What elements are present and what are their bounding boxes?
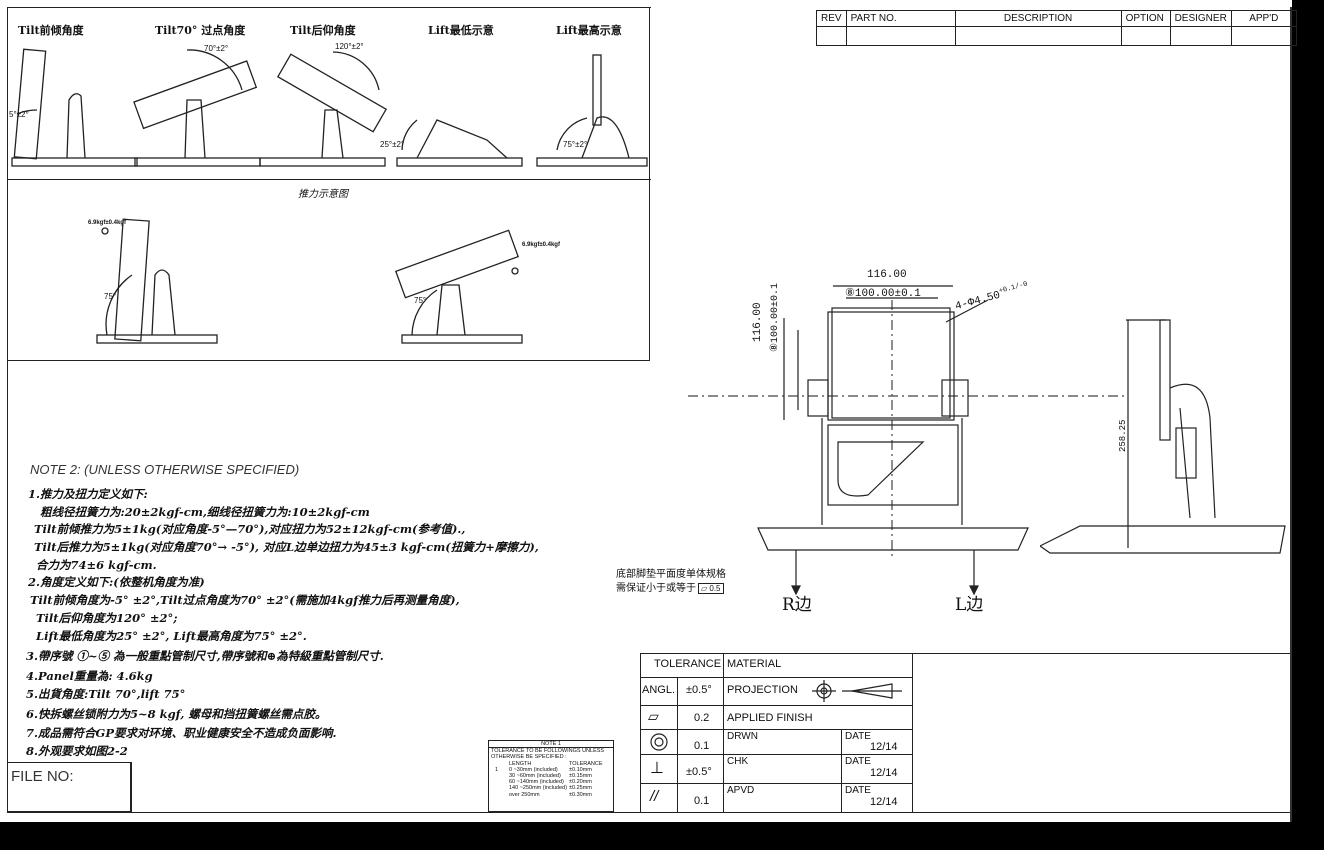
note-line-4: Tilt后推力为5±1kg(对应角度70°→ -5°), 对应L边单边扭力为45… (34, 540, 539, 554)
r-edge-label: R边 (782, 595, 812, 615)
force-diagram-title: 推力示意图 (298, 189, 348, 200)
note1-len-2: 60 ~140mm (included) (509, 779, 564, 786)
side-view-sketch (1040, 319, 1286, 554)
tolerance-label: TOLERANCE (654, 658, 722, 670)
note1-tol-1: ±0.15mm (569, 773, 592, 780)
note-line-14: 7.成品需符合GP要求对环境、职业健康安全不造成负面影响. (26, 726, 337, 740)
side-height-dim: 258.25 (1118, 419, 1128, 452)
foot-note-1: 底部脚垫平面度单体规格 (616, 569, 726, 580)
parallelism-tolerance: 0.1 (694, 795, 710, 807)
width-inner-dim: ⑧100.00±0.1 (845, 288, 921, 300)
note-line-10: 3.帶序號 ①~⑤ 為一般重點管制尺寸,帶序號和⊕為特級重點管制尺寸. (26, 649, 384, 663)
tilt-views-sketch (11, 48, 648, 167)
note1-index: 1 (495, 766, 499, 773)
projection-label: PROJECTION (727, 684, 798, 696)
note1-line2: OTHERWISE BE SPECIFIED : (491, 754, 567, 761)
screen-right-bar (1292, 0, 1324, 850)
front-view-sketch (688, 285, 1128, 560)
lift-high-label: Lift最高示意 (556, 24, 622, 37)
angl-label: ANGL. (642, 684, 676, 696)
note-line-11: 4.Panel重量為: 4.6kg (26, 669, 153, 683)
description-header: DESCRIPTION (954, 9, 1122, 28)
tilt-70-label: Tilt70° 过点角度 (155, 24, 246, 37)
apvd-date-value: 12/14 (870, 796, 898, 808)
designer-header: DESIGNER (1169, 9, 1232, 28)
angle-label-5: 75°±2° (563, 140, 588, 149)
applied-finish-label: APPLIED FINISH (727, 712, 813, 724)
note1-line1: TOLERANCE TO BE FOLLOWINGS UNLESS (491, 748, 605, 755)
tilt-front-label: Tilt前倾角度 (18, 24, 84, 37)
drwn-label: DRWN (727, 731, 758, 742)
angle-label-3: 120°±2° (335, 42, 364, 51)
note1-tolerance-header: TOLERANCE (569, 760, 603, 767)
force-angle-2: 75° (414, 296, 427, 305)
note-line-12: 5.出貨角度:Tilt 70°,lift 75° (26, 687, 186, 701)
lift-low-label: Lift最低示意 (428, 24, 494, 37)
note1-length-header: LENGTH (509, 760, 532, 767)
force-label-2: 6.9kgf±0.4kgf (522, 242, 560, 248)
angle-label-2: 70°±2° (204, 44, 229, 53)
revision-table: REV PART NO. DESCRIPTION OPTION DESIGNER… (816, 9, 1297, 46)
flatness-tolerance: 0.2 (694, 712, 710, 724)
perpendicularity-icon: ⊥ (650, 760, 664, 777)
force-angle-1: 75° (104, 292, 117, 301)
angle-label-4: 25°±2° (380, 140, 405, 149)
foot-note-2: 需保证小于或等于▱ 0.5 (616, 579, 724, 594)
angl-value: ±0.5° (686, 684, 712, 696)
note2-title: NOTE 2: (UNLESS OTHERWISE SPECIFIED) (30, 462, 300, 477)
concentricity-icon (650, 733, 668, 751)
force-views-sketch (96, 218, 523, 344)
perpendicularity-tolerance: ±0.5° (686, 766, 712, 778)
note1-tol-4: ±0.30mm (569, 791, 592, 798)
note1-tol-0: ±0.10mm (569, 766, 592, 773)
projection-symbol-icon (812, 680, 902, 702)
drwn-date-value: 12/14 (870, 741, 898, 753)
note1-tol-2: ±0.20mm (569, 779, 592, 786)
apvd-date-label: DATE (845, 785, 871, 796)
screen-bottom-bar (0, 822, 1324, 850)
height-inner-dim: ⑧100.00±0.1 (770, 283, 781, 352)
note1-len-0: 0 ~30mm (included) (509, 766, 558, 773)
file-no-box: FILE NO: (7, 762, 131, 812)
material-label: MATERIAL (727, 658, 782, 670)
file-no-label: FILE NO: (11, 768, 74, 785)
tilt-back-label: Tilt后仰角度 (290, 24, 356, 37)
angle-label-1: 5°±2° (9, 110, 29, 119)
tilt-views-panel (7, 7, 650, 361)
height-outer-dim: 116.00 (752, 302, 764, 342)
option-header: OPTION (1120, 9, 1171, 28)
note-line-15: 8.外观要求如图2-2 (26, 744, 128, 758)
rev-header: REV (816, 9, 847, 28)
note-line-7: Tilt前倾角度为-5° ±2°,Tilt过点角度为70° ±2°(需施加4kg… (30, 593, 460, 607)
force-label-1: 6.9kgf±0.4kgf (88, 220, 126, 226)
note-line-3: Tilt前倾推力为5±1kg(对应角度-5°—70°),对应扭力为52±12kg… (34, 522, 466, 536)
concentricity-tolerance: 0.1 (694, 740, 710, 752)
note1-title: NOTE 1 (489, 741, 613, 749)
note-line-2: 粗线径扭簧力为:20±2kgf-cm,细线径扭簧力为:10±2kgf-cm (40, 505, 370, 519)
edge-arrows (791, 550, 979, 596)
flatness-value: 0.5 (709, 584, 721, 593)
parallelism-icon: // (650, 788, 659, 805)
note1-tol-3: ±0.25mm (569, 785, 592, 792)
note1-len-3: 140 ~250mm (included) (509, 785, 567, 792)
note-line-1: 1.推力及扭力定义如下: (28, 487, 148, 501)
note1-box: NOTE 1 TOLERANCE TO BE FOLLOWINGS UNLESS… (488, 740, 614, 812)
note-line-8: Tilt后仰角度为120° ±2°; (36, 611, 178, 625)
note-line-13: 6.快拆螺丝锁附力为5~8 kgf, 螺母和挡扭簧螺丝需点胶。 (26, 707, 327, 721)
part-no-header: PART NO. (845, 9, 956, 28)
chk-date-label: DATE (845, 756, 871, 767)
note-line-6: 2.角度定义如下:(依整机角度为准) (28, 575, 205, 589)
note-line-5: 合力为74±6 kgf-cm. (36, 558, 157, 572)
chk-label: CHK (727, 756, 749, 767)
apvd-label: APVD (727, 785, 755, 796)
l-edge-label: L边 (955, 595, 984, 615)
note-line-9: Lift最低角度为25° ±2°, Lift最高角度为75° ±2°. (36, 629, 307, 643)
width-outer-dim: 116.00 (867, 269, 907, 281)
appd-header: APP'D (1230, 9, 1297, 28)
drwn-date-label: DATE (845, 731, 871, 742)
note1-len-1: 30 ~60mm (included) (509, 773, 561, 780)
flatness-icon: ▱ (648, 708, 659, 724)
chk-date-value: 12/14 (870, 767, 898, 779)
note1-len-4: over 250mm (509, 791, 540, 798)
